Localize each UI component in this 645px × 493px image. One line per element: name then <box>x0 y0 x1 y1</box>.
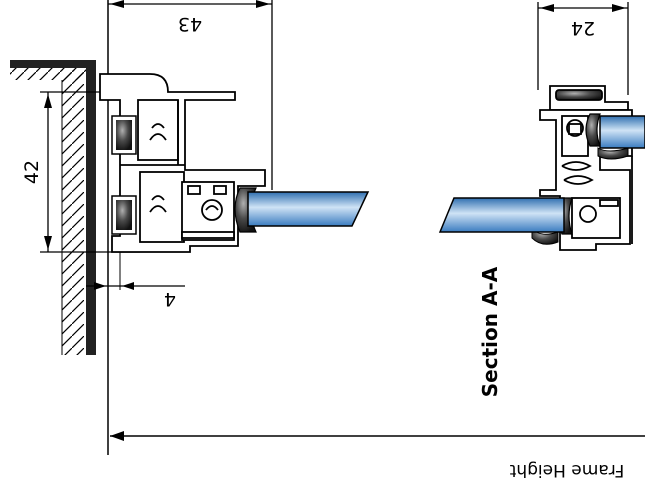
section-label: Section A-A <box>478 266 502 397</box>
dimension-43 <box>108 0 273 190</box>
dimension-4-label: 4 <box>164 288 176 310</box>
frame-height-label: Frame Height <box>509 460 624 480</box>
left-frame-profile <box>99 73 266 253</box>
dimension-24-label: 24 <box>571 17 595 39</box>
right-glass-pane-lower <box>438 197 565 233</box>
wall-section <box>10 60 96 355</box>
dimension-43-label: 43 <box>178 13 202 35</box>
dimension-4 <box>86 252 185 290</box>
left-seals <box>111 115 257 235</box>
right-glass-pane-upper <box>599 115 645 149</box>
dimension-24 <box>537 2 629 95</box>
dimension-42-label: 42 <box>21 160 43 184</box>
left-glass-pane <box>247 191 370 227</box>
